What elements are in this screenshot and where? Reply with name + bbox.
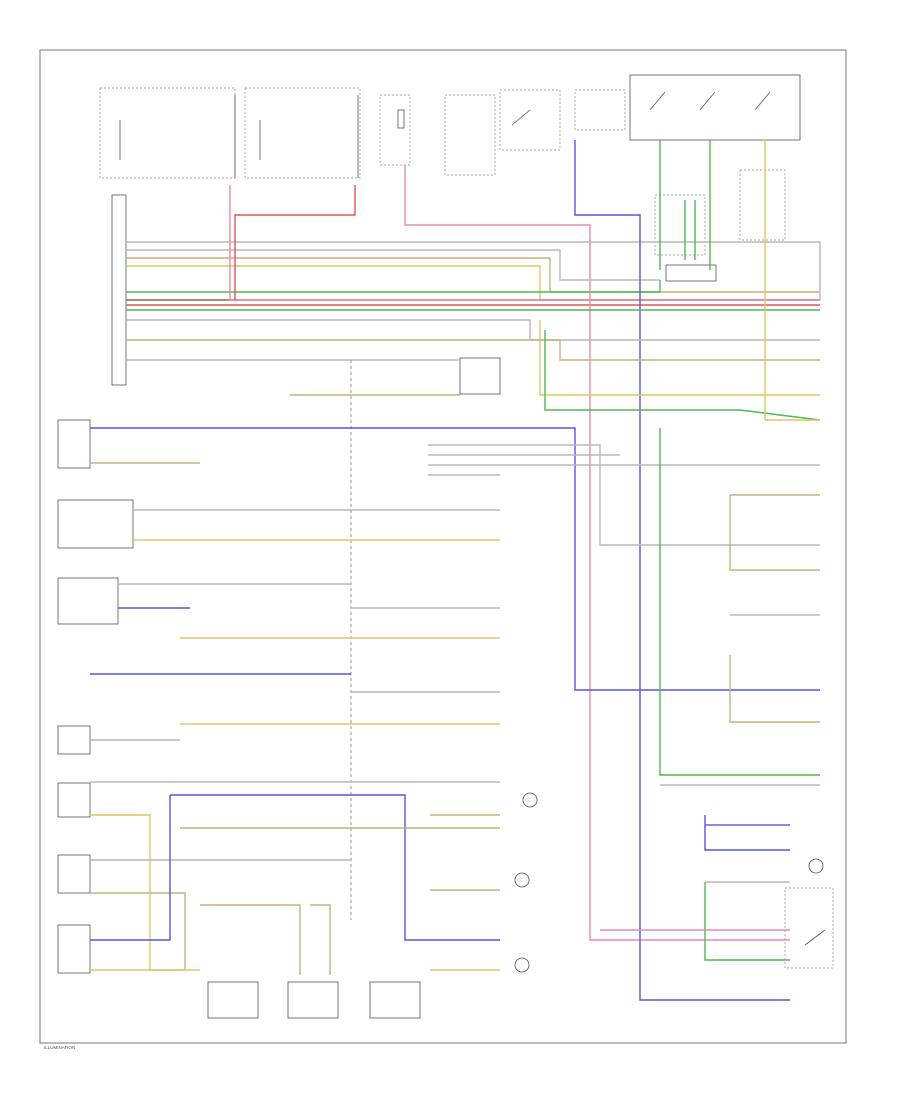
wire-blue <box>704 815 790 851</box>
wire-tan <box>310 904 331 975</box>
wire-pink <box>404 165 790 941</box>
fuse-icon <box>444 94 496 176</box>
wire-gray <box>126 241 821 300</box>
wire-tan <box>90 892 186 970</box>
footer-label: ILLUMINATION <box>44 1045 75 1050</box>
wire-pink <box>229 185 820 301</box>
wire-tan <box>729 495 820 571</box>
wire-gray <box>126 249 660 281</box>
wire-green <box>659 428 820 776</box>
wire-tan <box>729 655 820 723</box>
wire-tan <box>126 339 820 361</box>
relay-switch-icon <box>99 87 236 179</box>
wire-blue <box>90 795 171 941</box>
wire-tan <box>126 257 820 293</box>
relay-switch-icon <box>57 419 134 755</box>
wire-blue <box>574 140 790 1001</box>
wire-green <box>126 280 661 293</box>
wire-gray <box>428 444 820 546</box>
lamp-icon <box>514 792 824 973</box>
wire-green <box>544 330 821 421</box>
relay-switch-icon <box>207 981 421 1019</box>
wire-yellow <box>539 320 820 396</box>
fuse-icon <box>739 169 786 241</box>
wire-blue <box>90 427 820 691</box>
relay-switch-icon <box>244 87 361 179</box>
wire-red <box>234 185 356 300</box>
connector-icon <box>654 194 717 282</box>
wire-gray <box>126 319 820 341</box>
connector-icon <box>111 194 501 395</box>
wire-green <box>704 882 790 961</box>
relay-switch-icon <box>784 887 834 969</box>
relay-switch-icon <box>499 89 626 151</box>
wire-tan <box>200 904 301 975</box>
diagram-frame <box>39 49 847 1044</box>
fuse-icon <box>379 94 411 166</box>
lamp-icon <box>57 782 91 974</box>
relay-switch-icon <box>629 74 801 141</box>
wire-harness <box>90 140 821 1001</box>
wire-yellow <box>764 140 820 421</box>
wire-blue <box>170 794 500 941</box>
